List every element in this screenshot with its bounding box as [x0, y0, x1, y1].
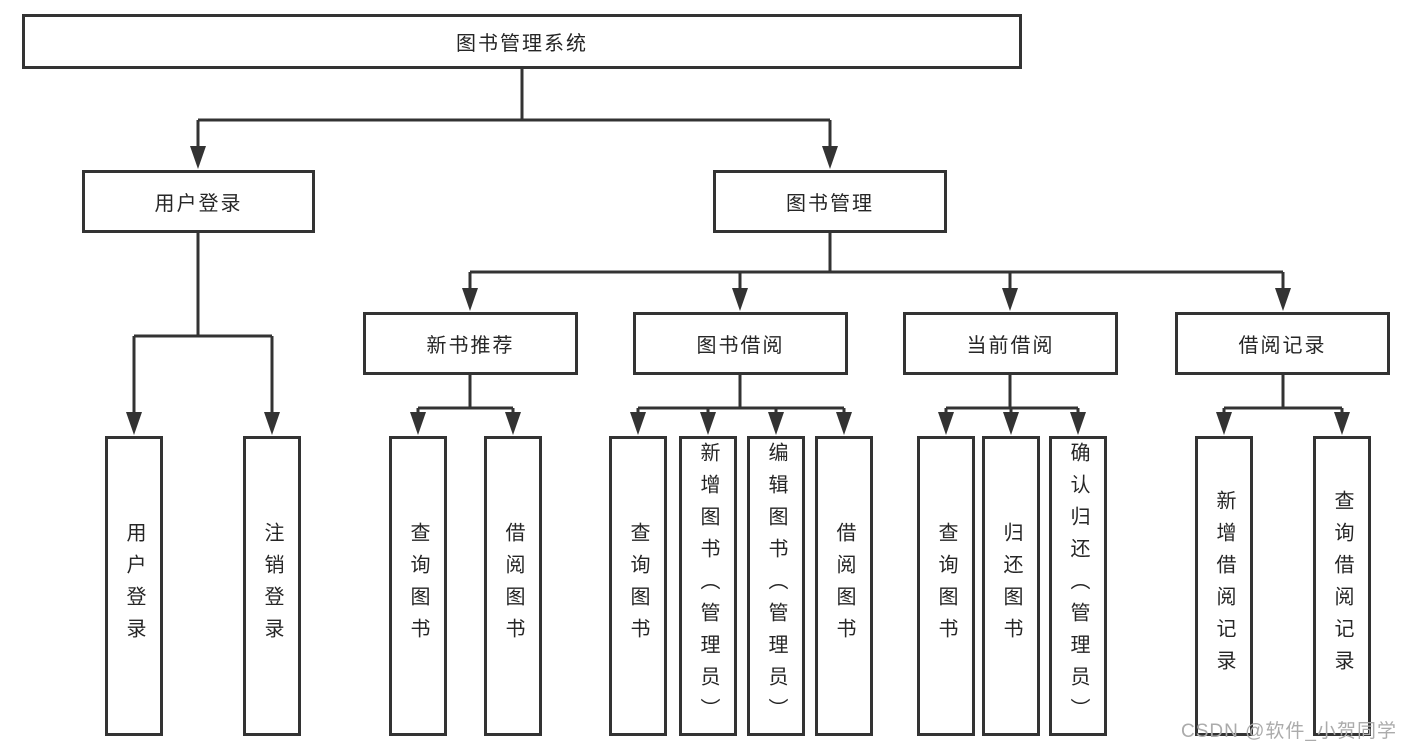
- arrowhead: [264, 412, 280, 435]
- arrowhead: [822, 146, 838, 169]
- csdn-watermark: CSDN @软件_小贺同学: [1181, 721, 1397, 742]
- leaf-label: 查询图书: [407, 522, 429, 650]
- arrowhead: [768, 412, 784, 435]
- connector-book-borrow-to-leaves: [636, 375, 846, 415]
- arrowhead: [630, 412, 646, 435]
- leaf-label: 注销登录: [261, 522, 283, 650]
- leaf-query-books-recommend: 查询图书: [389, 436, 447, 736]
- leaf-label: 确认归还（管理员）: [1067, 442, 1089, 730]
- leaf-label: 编辑图书（管理员）: [765, 442, 787, 730]
- leaf-query-books-borrow: 查询图书: [609, 436, 667, 736]
- connector-borrow-records-to-leaves: [1222, 375, 1344, 415]
- leaf-label: 用户登录: [123, 522, 145, 650]
- leaf-borrow-books-recommend: 借阅图书: [484, 436, 542, 736]
- leaf-label: 借阅图书: [833, 522, 855, 650]
- leaf-add-book-admin: 新增图书（管理员）: [679, 436, 737, 736]
- node-borrowing-records: 借阅记录: [1175, 312, 1390, 375]
- leaf-query-books-current: 查询图书: [917, 436, 975, 736]
- leaf-label: 归还图书: [1000, 522, 1022, 650]
- arrowhead: [1002, 288, 1018, 311]
- connector-book-mgmt-to-level3: [468, 233, 1285, 290]
- arrowhead: [1275, 288, 1291, 311]
- leaf-return-books: 归还图书: [982, 436, 1040, 736]
- arrowhead: [938, 412, 954, 435]
- leaf-confirm-return-admin: 确认归还（管理员）: [1049, 436, 1107, 736]
- leaf-logout: 注销登录: [243, 436, 301, 736]
- leaf-user-login: 用户登录: [105, 436, 163, 736]
- connector-current-borrow-to-leaves: [944, 375, 1080, 415]
- leaf-label: 借阅图书: [502, 522, 524, 650]
- connector-new-book-to-leaves: [416, 375, 515, 415]
- arrowhead: [1334, 412, 1350, 435]
- connector-user-login-to-leaves: [132, 233, 274, 414]
- leaf-query-borrow-record: 查询借阅记录: [1313, 436, 1371, 736]
- leaf-label: 查询图书: [935, 522, 957, 650]
- connector-root-to-level2: [196, 69, 832, 148]
- node-book-management: 图书管理: [713, 170, 947, 233]
- arrowheads: [126, 146, 1350, 435]
- arrowhead: [410, 412, 426, 435]
- arrowhead: [836, 412, 852, 435]
- node-library-management-system: 图书管理系统: [22, 14, 1022, 69]
- leaf-borrow-books: 借阅图书: [815, 436, 873, 736]
- arrowhead: [462, 288, 478, 311]
- leaf-label: 查询图书: [627, 522, 649, 650]
- leaf-edit-book-admin: 编辑图书（管理员）: [747, 436, 805, 736]
- arrowhead: [126, 412, 142, 435]
- leaf-add-borrow-record: 新增借阅记录: [1195, 436, 1253, 736]
- arrowhead: [505, 412, 521, 435]
- leaf-label: 新增图书（管理员）: [697, 442, 719, 730]
- arrowhead: [190, 146, 206, 169]
- arrowhead: [1003, 412, 1019, 435]
- arrowhead: [732, 288, 748, 311]
- arrowhead: [1070, 412, 1086, 435]
- arrowhead: [700, 412, 716, 435]
- node-new-book-recommendation: 新书推荐: [363, 312, 578, 375]
- node-user-login: 用户登录: [82, 170, 315, 233]
- arrowhead: [1216, 412, 1232, 435]
- leaf-label: 查询借阅记录: [1331, 490, 1353, 682]
- leaf-label: 新增借阅记录: [1213, 490, 1235, 682]
- node-book-borrowing: 图书借阅: [633, 312, 848, 375]
- node-current-borrowing: 当前借阅: [903, 312, 1118, 375]
